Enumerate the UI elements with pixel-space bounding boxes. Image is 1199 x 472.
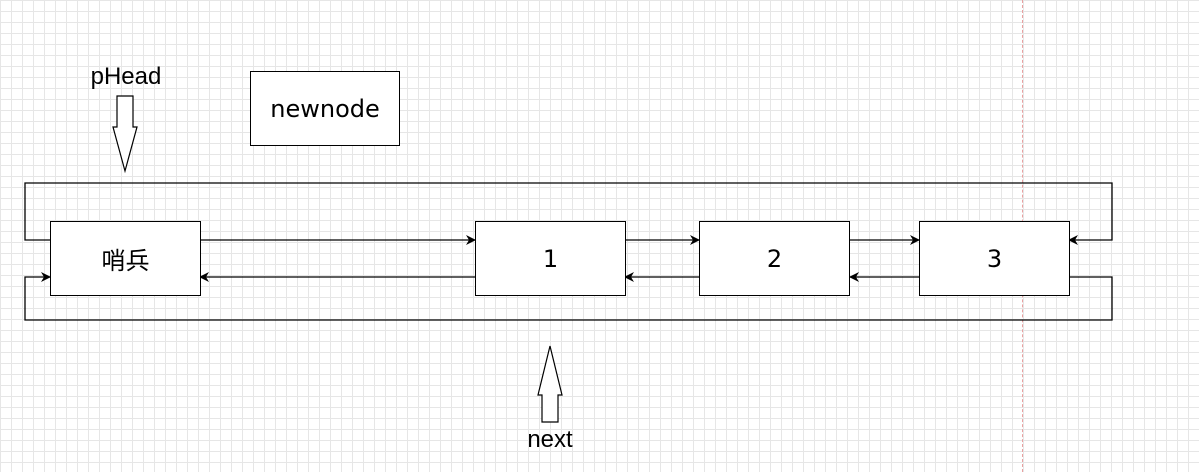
edge-sentinel-wrap-to-3	[24, 182, 1113, 245]
next-label: next	[527, 426, 573, 453]
node-1-label: 1	[542, 244, 559, 273]
edge-3-wrap-to-sentinel	[24, 272, 1113, 321]
phead-label: pHead	[90, 63, 162, 90]
node-3-label: 3	[986, 244, 1003, 273]
next-pointer-arrow	[537, 345, 563, 423]
sentinel-node: 哨兵	[50, 221, 201, 296]
node-2-label: 2	[766, 244, 783, 273]
node-1: 1	[475, 221, 626, 296]
sentinel-node-label: 哨兵	[101, 247, 150, 275]
newnode-box: newnode	[250, 71, 400, 146]
phead-pointer-arrow	[112, 95, 138, 174]
newnode-label: newnode	[270, 94, 380, 123]
node-3: 3	[919, 221, 1070, 296]
node-2: 2	[699, 221, 850, 296]
